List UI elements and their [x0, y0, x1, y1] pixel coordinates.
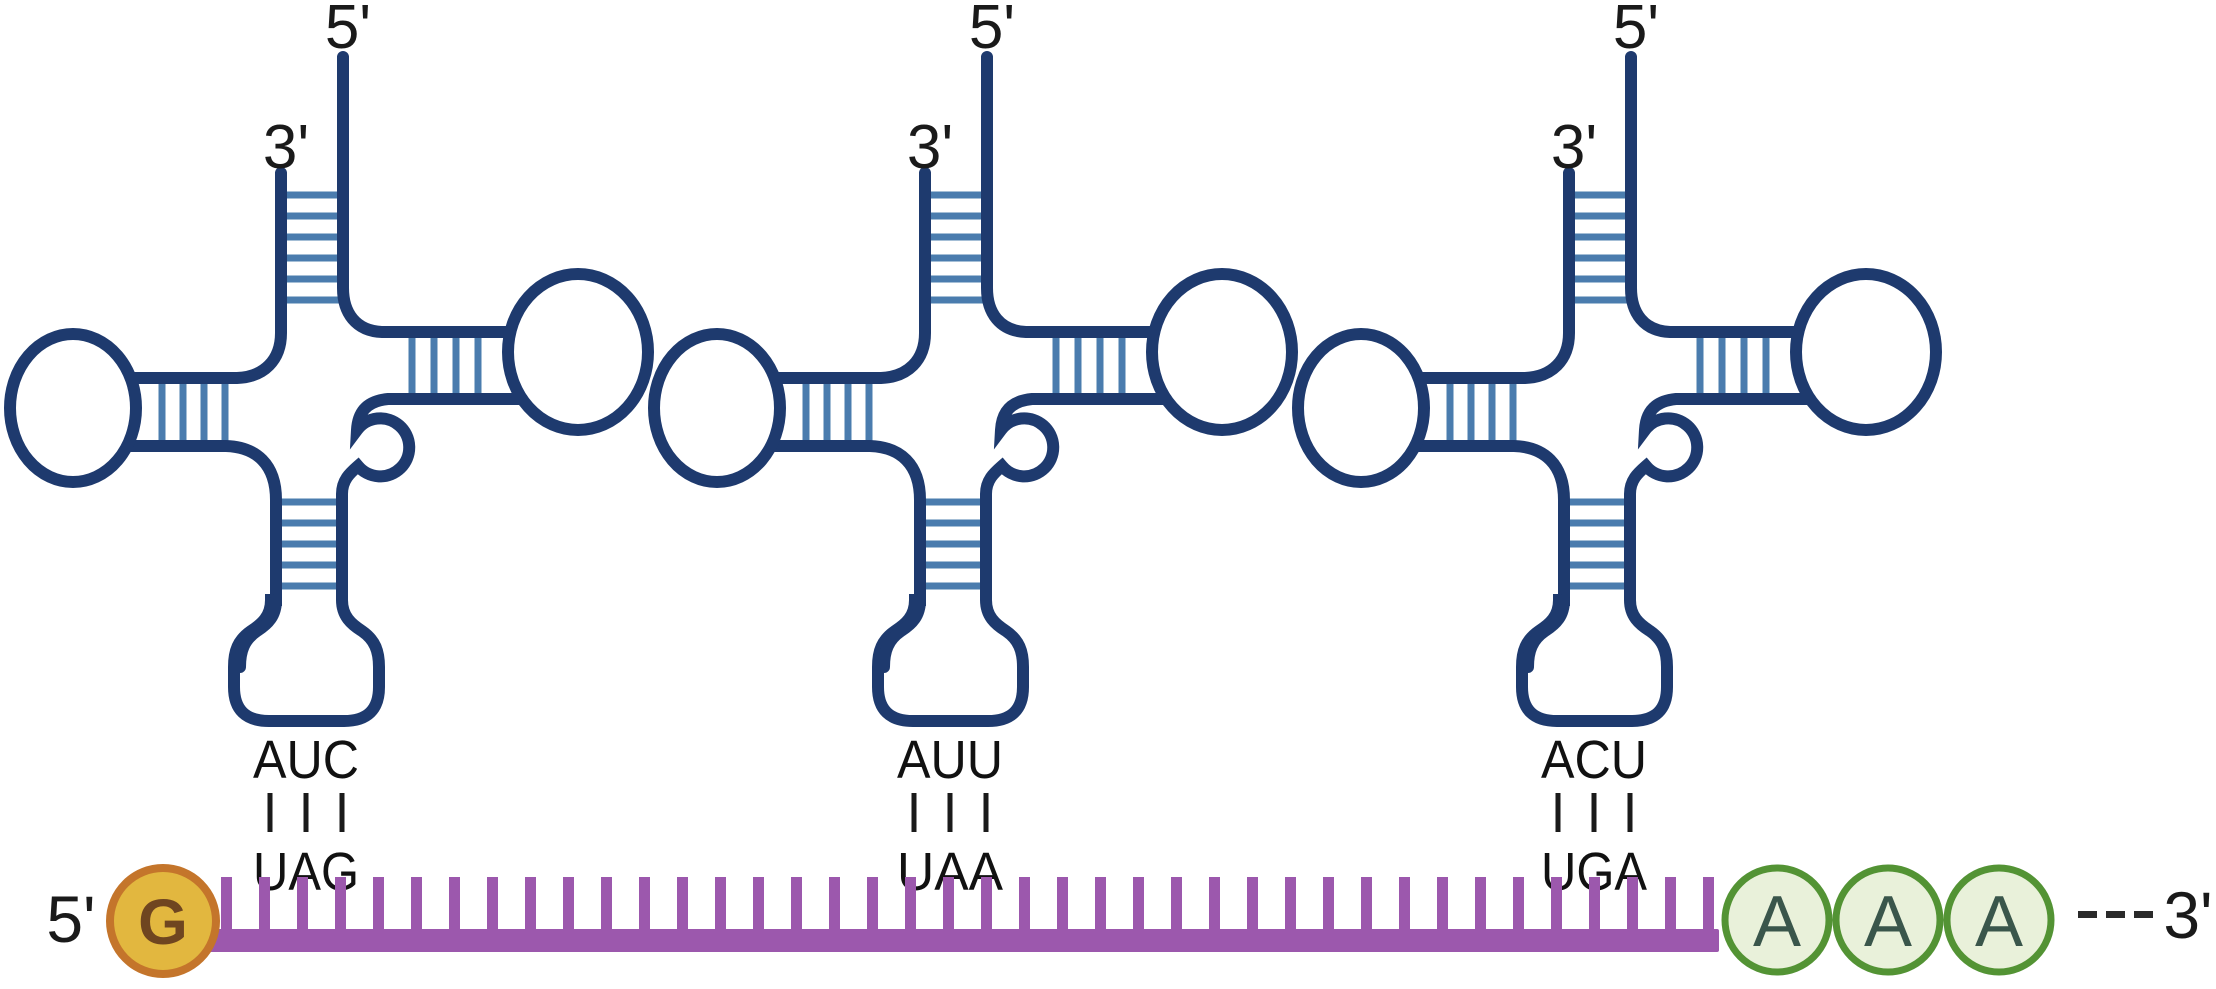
trna-cloverleaf-structure — [1298, 57, 1936, 721]
anticodon-sequence: AUU — [897, 730, 1003, 790]
trna-5-prime-label: 5' — [1613, 0, 1659, 62]
cap-letter: G — [138, 886, 188, 958]
trna-3-prime-label: 3' — [1551, 113, 1597, 182]
poly-a-letter: A — [1864, 882, 1912, 962]
continuation-dashes — [2078, 911, 2153, 918]
poly-a-tail: A A A — [1721, 864, 2055, 976]
poly-a-circle — [1832, 864, 1944, 976]
poly-a-letter: A — [1753, 882, 1801, 962]
trna-1: 5' 3' AUC UAG — [10, 0, 648, 902]
anticodon-sequence: AUC — [253, 730, 359, 790]
trna-5-prime-label: 5' — [325, 0, 371, 62]
trna-3: 5' 3' ACU UGA — [1298, 0, 1936, 902]
trna-5-prime-label: 5' — [969, 0, 1015, 62]
poly-a-circle — [1943, 864, 2055, 976]
codon-anticodon-bonds — [267, 793, 345, 832]
mrna-strand: 5' G A A A 3' — [46, 864, 2213, 978]
mrna-backbone — [158, 929, 1719, 952]
trna-cloverleaf-structure — [10, 57, 648, 721]
mrna-3-prime-label: 3' — [2163, 878, 2212, 952]
trna-3-prime-label: 3' — [263, 113, 309, 182]
mrna-base-ticks — [221, 877, 1717, 930]
dash — [2078, 911, 2097, 918]
five-prime-cap: G — [106, 864, 220, 978]
poly-a-letter: A — [1975, 882, 2023, 962]
trna-2: 5' 3' AUU UAA — [654, 0, 1292, 902]
dash — [2106, 911, 2125, 918]
anticodon-sequence: ACU — [1541, 730, 1647, 790]
trna-3-prime-label: 3' — [907, 113, 953, 182]
dash — [2134, 911, 2153, 918]
poly-a-circle — [1721, 864, 1833, 976]
cap-circle — [106, 864, 220, 978]
mrna-5-prime-label: 5' — [46, 882, 95, 956]
codon-anticodon-bonds — [911, 793, 989, 832]
trna-cloverleaf-structure — [654, 57, 1292, 721]
codon-anticodon-bonds — [1555, 793, 1633, 832]
